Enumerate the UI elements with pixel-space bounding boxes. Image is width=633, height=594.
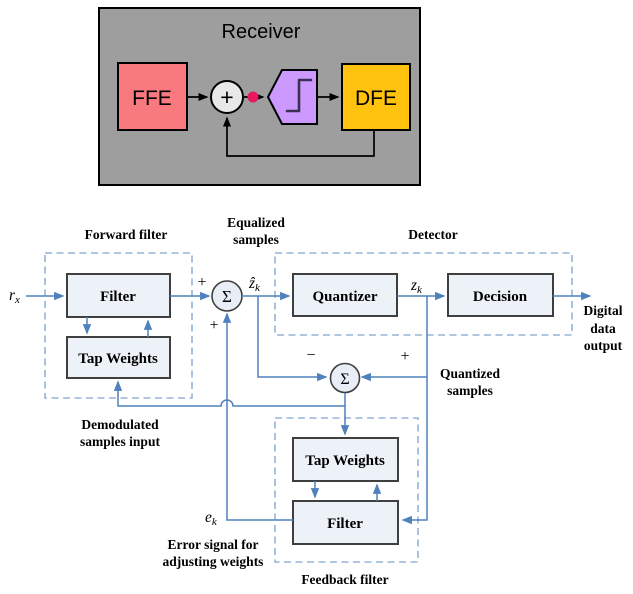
quantized-signal-label: zk bbox=[410, 277, 423, 296]
detector-title: Detector bbox=[408, 227, 457, 242]
receiver-diagram: Receiver FFE + DFE bbox=[98, 7, 421, 186]
step-function-icon bbox=[285, 78, 313, 113]
dfe-feedback-arrow bbox=[223, 116, 375, 157]
error-signal-line1: Error signal for bbox=[168, 537, 259, 552]
quantized-samples-line1: Quantized bbox=[440, 366, 500, 381]
ffe-label: FFE bbox=[132, 87, 172, 110]
summer1-plus-bottom: + bbox=[209, 317, 218, 334]
digital-output-line1: Digital bbox=[584, 303, 623, 318]
receiver-summer-plus: + bbox=[220, 84, 233, 110]
equalized-branch-to-summer2 bbox=[257, 296, 328, 382]
detector-group-box bbox=[274, 252, 573, 336]
forward-filter-label: Filter bbox=[100, 289, 136, 305]
summer2-sigma: Σ bbox=[340, 371, 349, 388]
quantized-branch-line bbox=[401, 296, 428, 525]
summer2 bbox=[329, 362, 361, 394]
demodulated-line1: Demodulated bbox=[81, 417, 159, 432]
feedback-filter-group-box bbox=[274, 417, 419, 563]
equalized-samples-line1: Equalized bbox=[227, 215, 285, 230]
equalized-signal-label: ẑk bbox=[248, 275, 261, 294]
feedback-filter-title: Feedback filter bbox=[301, 572, 388, 587]
decision-label: Decision bbox=[473, 289, 528, 305]
feedback-output-to-summer1 bbox=[222, 312, 293, 521]
input-signal-label: rx bbox=[9, 287, 20, 306]
digital-output-line2: data bbox=[590, 321, 616, 336]
summer2-plus: + bbox=[400, 348, 409, 365]
forward-tap-weights-label: Tap Weights bbox=[78, 351, 158, 367]
demodulated-line2: samples input bbox=[80, 434, 160, 449]
forward-tap-weights-block bbox=[66, 336, 171, 379]
sample-point-dot-icon bbox=[247, 91, 259, 103]
error-to-forward-tapweights bbox=[113, 380, 345, 407]
ffe-block bbox=[117, 62, 188, 131]
forward-filter-group-box bbox=[44, 252, 193, 399]
quantizer-block bbox=[292, 273, 398, 317]
quantized-samples-line2: samples bbox=[447, 383, 493, 398]
feedback-tap-weights-label: Tap Weights bbox=[305, 453, 385, 469]
receiver-title: Receiver bbox=[222, 21, 301, 43]
equalized-samples-line2: samples bbox=[233, 232, 279, 247]
summer2-minus: − bbox=[306, 347, 315, 364]
decision-block bbox=[447, 273, 554, 317]
forward-filter-title: Forward filter bbox=[85, 227, 168, 242]
dfe-block bbox=[341, 63, 411, 131]
feedback-filter-block bbox=[292, 500, 399, 545]
forward-filter-block bbox=[66, 273, 171, 318]
digital-output-line3: output bbox=[584, 338, 623, 353]
quantizer-label: Quantizer bbox=[313, 289, 378, 305]
dfe-label: DFE bbox=[355, 87, 397, 110]
equalizer-diagram: Forward filter Detector Feedback filter … bbox=[9, 215, 623, 587]
feedback-tap-weights-block bbox=[292, 437, 399, 482]
error-signal-label: ek bbox=[205, 509, 218, 528]
summer1-plus-top: + bbox=[197, 274, 206, 291]
feedback-filter-label: Filter bbox=[327, 516, 363, 532]
summer1-sigma: Σ bbox=[222, 287, 232, 306]
error-signal-line2: adjusting weights bbox=[163, 554, 264, 569]
